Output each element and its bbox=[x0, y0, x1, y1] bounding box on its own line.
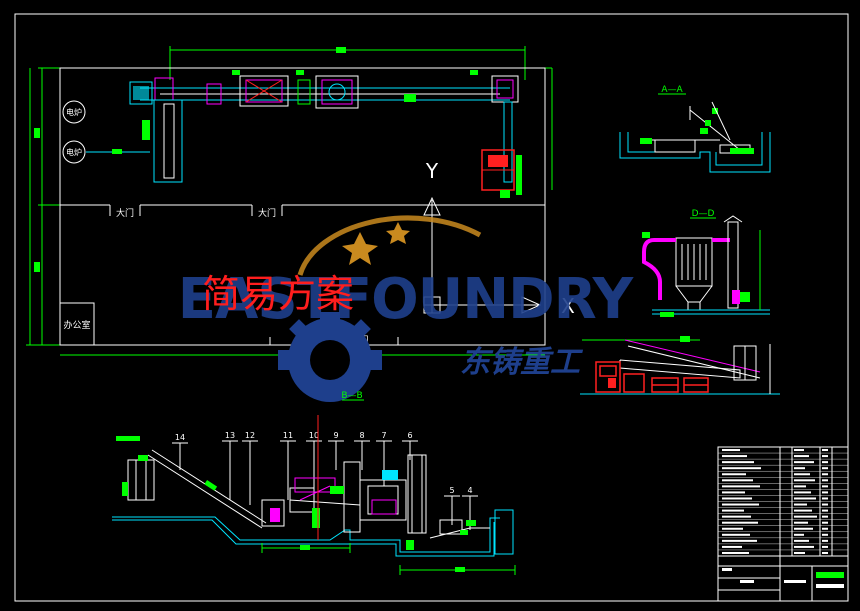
title-row-text bbox=[794, 479, 815, 482]
title-row-text bbox=[722, 533, 750, 536]
gate-label-2: 大门 bbox=[258, 207, 276, 219]
watermark-logo: EASTFOUNDRY 东铸重工 简易方案 bbox=[178, 215, 636, 402]
title-row-text bbox=[794, 473, 810, 476]
title-row-text bbox=[722, 521, 758, 524]
section-a-a: A—A bbox=[619, 85, 771, 173]
title-row-text bbox=[822, 503, 828, 506]
title-row-text bbox=[794, 533, 804, 536]
axis-y-label: Y bbox=[425, 159, 439, 183]
title-row-text bbox=[722, 455, 747, 458]
part-number-4: 4 bbox=[467, 486, 472, 495]
title-row-text bbox=[822, 485, 828, 488]
furnace-1 bbox=[62, 100, 86, 124]
watermark-brand: EASTFOUNDRY bbox=[178, 267, 635, 332]
part-number-13: 13 bbox=[225, 431, 235, 440]
title-row-text bbox=[822, 491, 828, 494]
office-room bbox=[59, 302, 95, 346]
section-a-a-label: A—A bbox=[661, 85, 683, 95]
elevation-view: 14 13 12 11 10 9 8 7 6 5 4 bbox=[112, 415, 516, 575]
part-number-labels: 14 13 12 11 10 9 8 7 6 5 4 bbox=[172, 431, 478, 530]
title-block bbox=[717, 446, 849, 602]
title-row-text bbox=[722, 539, 757, 542]
title-row-text bbox=[822, 515, 828, 518]
title-row-text bbox=[822, 521, 828, 524]
title-row-text bbox=[822, 461, 828, 464]
title-row-text bbox=[722, 473, 746, 476]
part-number-14: 14 bbox=[175, 433, 185, 442]
title-row-text bbox=[794, 491, 811, 494]
section-b-b-label: B—B bbox=[341, 391, 362, 401]
title-row-text bbox=[722, 551, 749, 554]
title-row-text bbox=[722, 479, 753, 482]
title-row-text bbox=[822, 533, 828, 536]
title-row-text bbox=[822, 479, 828, 482]
title-row-text bbox=[794, 527, 813, 530]
furnace-2 bbox=[62, 140, 86, 164]
title-row-text bbox=[822, 545, 828, 548]
office-label: 办公室 bbox=[63, 319, 90, 331]
plan-view: 大门 大门 北大门 办公室 电炉 电炉 bbox=[26, 46, 575, 358]
part-number-5: 5 bbox=[449, 486, 454, 495]
part-number-11: 11 bbox=[283, 431, 293, 440]
equipment-side-view bbox=[580, 336, 780, 395]
title-row-text bbox=[722, 497, 752, 500]
title-row-text bbox=[822, 467, 828, 470]
watermark-title: 简易方案 bbox=[202, 272, 354, 316]
furnace-label-2: 电炉 bbox=[66, 147, 82, 157]
section-d-d: D—D bbox=[642, 209, 770, 317]
part-number-8: 8 bbox=[359, 431, 364, 440]
title-row-text bbox=[722, 467, 761, 470]
title-row-text bbox=[722, 527, 743, 530]
title-row-text bbox=[794, 461, 814, 464]
red-equipment bbox=[481, 149, 522, 198]
title-row-text bbox=[794, 485, 806, 488]
part-number-7: 7 bbox=[381, 431, 386, 440]
title-row-text bbox=[722, 491, 745, 494]
part-number-6: 6 bbox=[407, 431, 412, 440]
title-row-text bbox=[722, 461, 754, 464]
part-number-9: 9 bbox=[333, 431, 338, 440]
watermark-brand-cn: 东铸重工 bbox=[460, 345, 584, 380]
title-row-text bbox=[822, 539, 828, 542]
section-d-d-label: D—D bbox=[692, 209, 715, 219]
title-row-text bbox=[794, 497, 816, 500]
title-row-text bbox=[722, 503, 759, 506]
title-row-text bbox=[794, 467, 805, 470]
title-row-text bbox=[722, 509, 744, 512]
title-row-text bbox=[822, 551, 828, 554]
title-row-text bbox=[722, 485, 760, 488]
part-number-12: 12 bbox=[245, 431, 255, 440]
title-row-text bbox=[722, 449, 740, 452]
title-row-text bbox=[822, 497, 828, 500]
axis-x-label: X bbox=[561, 294, 575, 318]
title-row-text bbox=[822, 509, 828, 512]
title-row-text bbox=[794, 515, 817, 518]
title-row-text bbox=[822, 455, 828, 458]
title-row-text bbox=[822, 473, 828, 476]
title-row-text bbox=[794, 509, 812, 512]
title-row-text bbox=[794, 545, 814, 548]
title-row-text bbox=[822, 527, 828, 530]
title-row-text bbox=[794, 521, 808, 524]
title-row-text bbox=[722, 545, 742, 548]
title-row-text bbox=[794, 449, 804, 452]
title-row-text bbox=[794, 539, 809, 542]
furnace-label-1: 电炉 bbox=[66, 107, 82, 117]
gate-label-1: 大门 bbox=[116, 207, 134, 219]
part-number-10: 10 bbox=[309, 431, 319, 440]
title-row-text bbox=[794, 503, 807, 506]
conveyor-line bbox=[129, 70, 519, 183]
title-row-text bbox=[794, 551, 805, 554]
drawing-frame bbox=[14, 13, 849, 602]
title-row-text bbox=[794, 455, 809, 458]
title-row-text bbox=[822, 449, 828, 452]
title-block-rows bbox=[718, 449, 848, 554]
title-row-text bbox=[722, 515, 751, 518]
